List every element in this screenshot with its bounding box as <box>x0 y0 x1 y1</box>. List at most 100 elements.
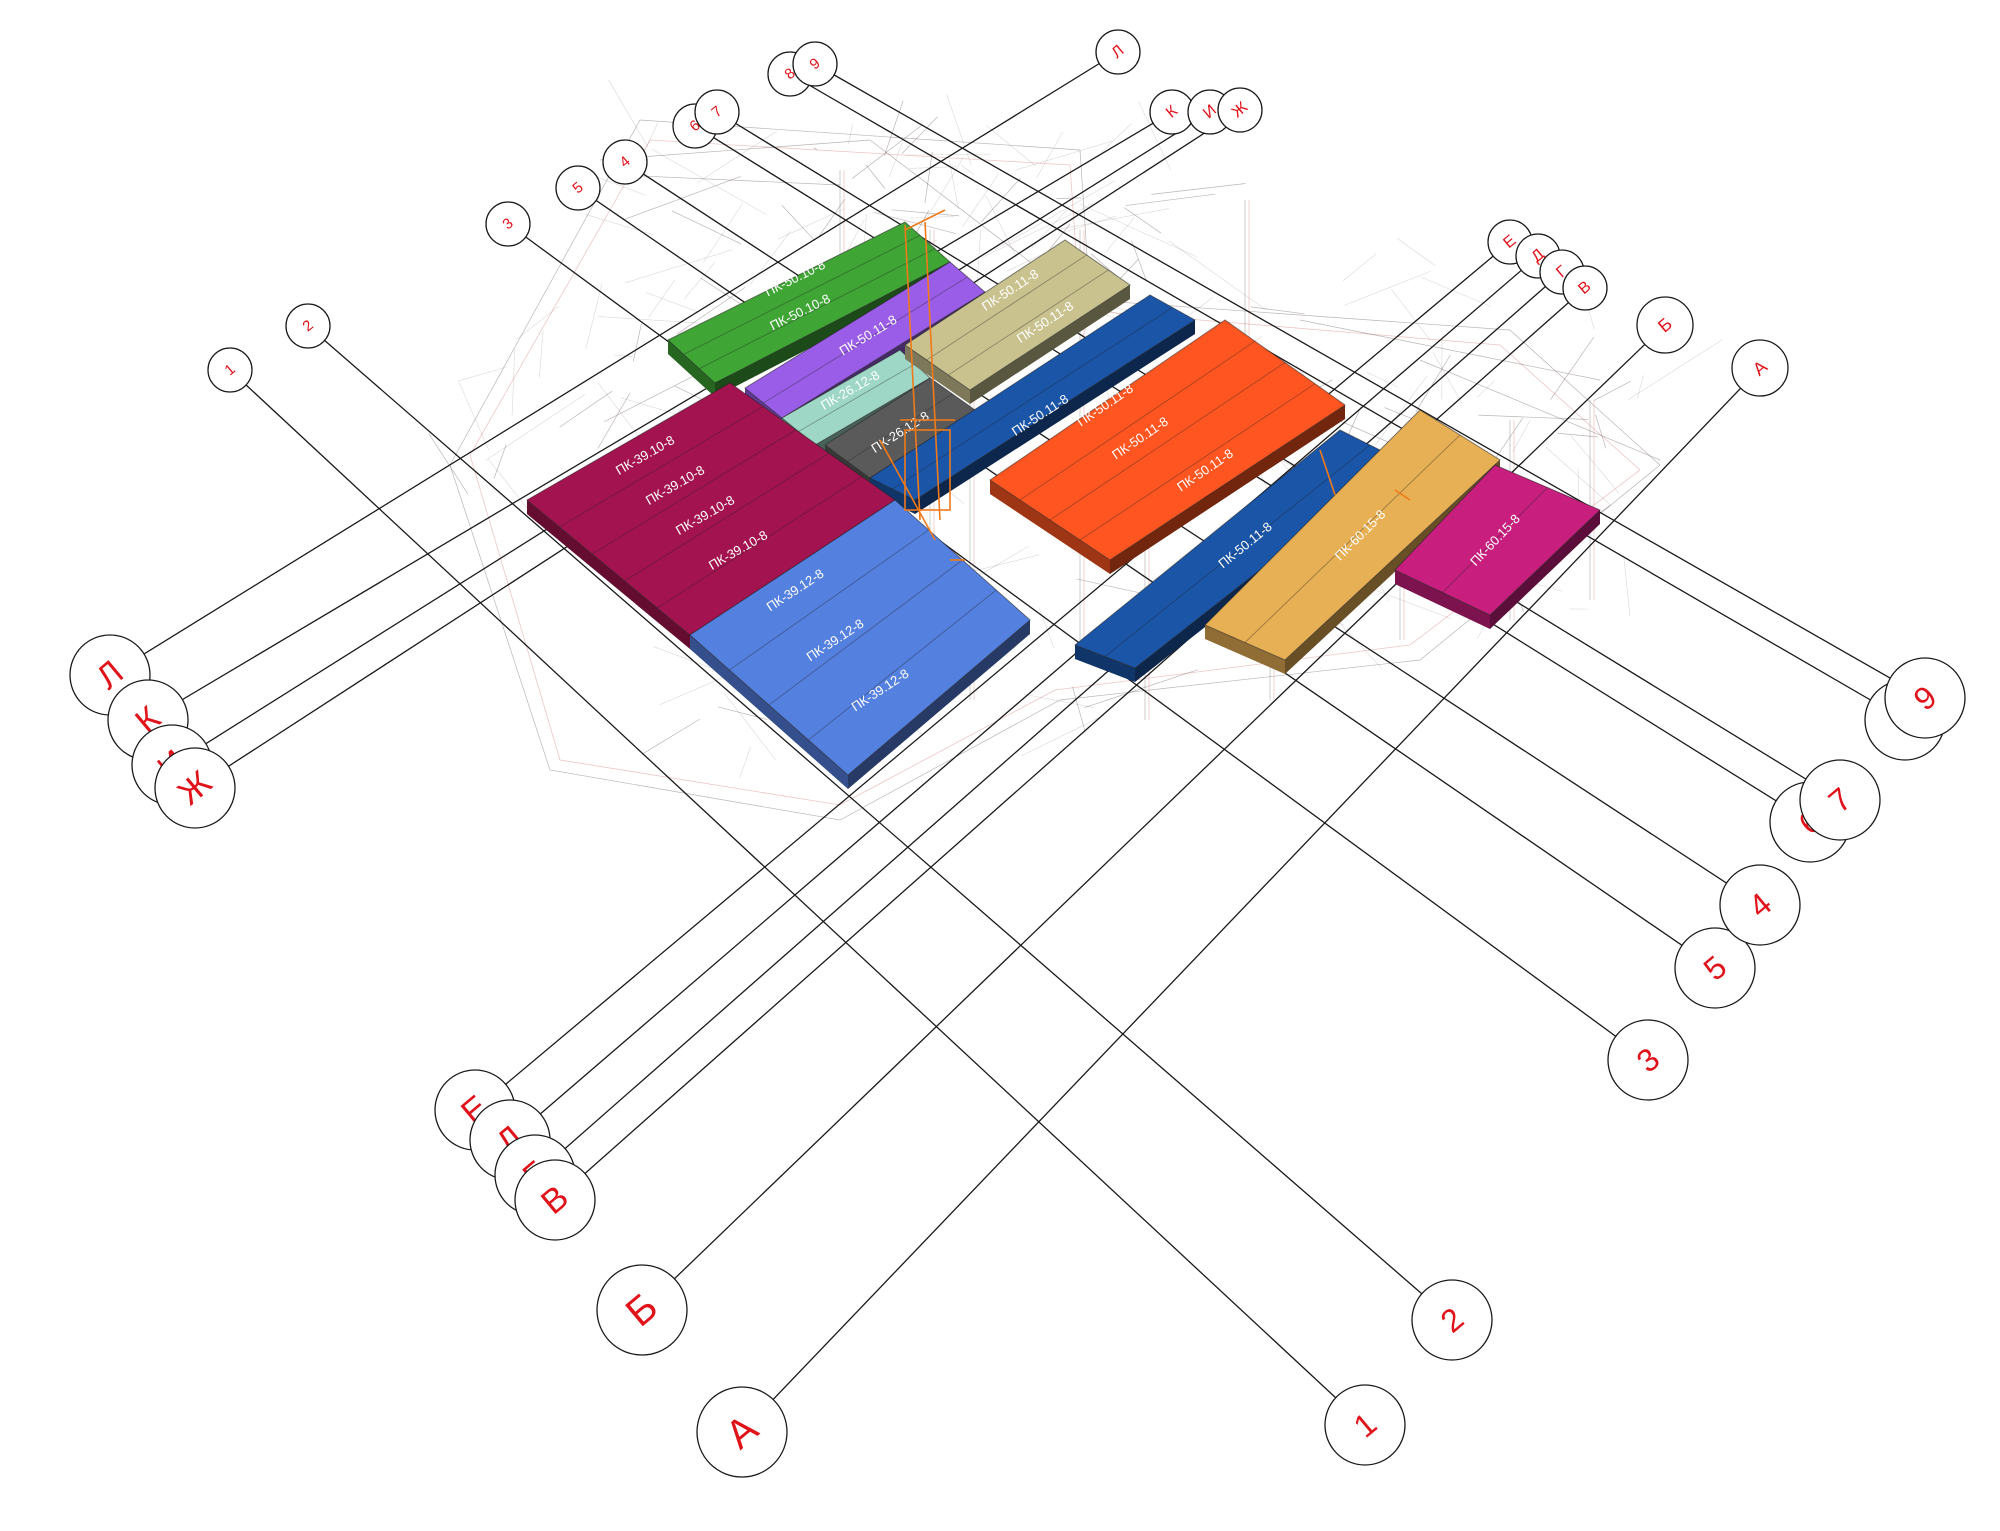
slab-side-face <box>690 635 848 789</box>
panel-joint-line <box>624 452 830 582</box>
panel-joint-line <box>1049 362 1286 521</box>
panel-joint-line <box>729 529 930 671</box>
panel-joint-line <box>657 476 863 609</box>
chimney-outline <box>1394 489 1411 501</box>
panel-joint-line <box>763 276 968 404</box>
axis-bubble-bottom: 4 <box>1719 864 1801 946</box>
slab-side-face <box>1075 645 1135 682</box>
axis-bubble-circle <box>1731 339 1789 397</box>
slab-top-face <box>1394 464 1601 616</box>
axis-bubble-circle <box>154 747 236 829</box>
axis-bubble-bottom: 5 <box>1674 927 1756 1009</box>
panel-joint-line <box>683 234 921 355</box>
slab-side-face <box>668 340 715 397</box>
axis-bubble-circle <box>694 89 740 135</box>
axis-bubble-bottom: 3 <box>1607 1019 1689 1101</box>
axis-bubble-circle <box>1562 265 1608 311</box>
axis-bubble-bottom: В <box>514 1159 596 1241</box>
slab-side-face <box>848 620 1030 789</box>
slab-orange-red: ПК-50.11-8ПК-50.11-8ПК-50.11-8 <box>989 319 1346 574</box>
slab-side-face <box>1395 570 1490 629</box>
panel-joint-line <box>808 589 997 741</box>
axis-bubble-top: В <box>1562 265 1608 311</box>
panel-joint-line <box>926 254 1087 361</box>
grid-axis-line-К <box>147 111 1173 721</box>
panel-joint-line <box>1104 444 1371 657</box>
slab-khaki: ПК-50.11-8ПК-50.11-8 <box>904 239 1131 404</box>
axis-bubble-circle <box>485 201 531 247</box>
axis-bubble-circle <box>1217 87 1263 133</box>
chimney-outline <box>904 429 951 511</box>
axis-bubble-circle <box>1095 29 1141 75</box>
slab-side-face <box>990 480 1110 574</box>
axis-bubble-bottom: Ж <box>154 747 236 829</box>
axis-bubble-top: Ж <box>1217 87 1263 133</box>
slab-tan: ПК-60.15-8 <box>1204 409 1501 674</box>
slab-side-face <box>715 262 950 397</box>
slab-side-face <box>1205 625 1285 674</box>
axis-bubble-bottom: Б <box>596 1264 688 1356</box>
axis-bubble-top: А <box>1731 339 1789 397</box>
slab-green-top: ПК-50.10-8ПК-50.10-8 <box>667 221 951 397</box>
grid-axis-line-Е <box>474 241 1511 1111</box>
axis-bubble-top: 9 <box>792 41 838 87</box>
axis-bubble-circle <box>1674 927 1756 1009</box>
axis-bubble-top: 2 <box>285 303 331 349</box>
axis-bubble-top: Б <box>1636 296 1694 354</box>
axis-bubble-circle <box>1324 1384 1406 1466</box>
slab-side-face <box>1490 510 1600 629</box>
axis-bubble-top: 3 <box>485 201 531 247</box>
slab-top-face <box>989 319 1346 561</box>
axis-bubble-top: 7 <box>694 89 740 135</box>
panel-joint-line <box>1442 487 1548 593</box>
axis-bubble-circle <box>1799 759 1881 841</box>
grid-axis-line-1 <box>229 369 1366 1426</box>
chimney-outline <box>1319 449 1336 496</box>
panel-joint-line <box>1079 383 1316 541</box>
axis-bubble-top: Л <box>1095 29 1141 75</box>
slab-side-face <box>1285 460 1500 674</box>
panel-joint-line <box>559 405 764 528</box>
panel-joint-line <box>1019 340 1256 501</box>
column-overlay <box>879 209 1411 561</box>
axis-bubble-bottom: 7 <box>1799 759 1881 841</box>
chimney-outline <box>924 221 941 521</box>
grid-axis-lines <box>109 51 1926 1433</box>
slab-side-face <box>1110 405 1345 574</box>
slab-side-face <box>870 478 915 514</box>
slab-navy-upper: ПК-50.11-8 <box>868 294 1196 514</box>
axis-bubble-top: 1 <box>207 347 253 393</box>
axis-bubble-bottom: А <box>696 1386 788 1478</box>
chimney-outline <box>904 224 921 521</box>
slab-top-face <box>1204 409 1501 661</box>
panel-joint-line <box>699 248 936 370</box>
grid-axis-bubbles: 112233554466778899ЛЛККИИЖЖЕЕДДГГВВББАА <box>69 29 1966 1478</box>
axis-bubble-circle <box>1636 296 1694 354</box>
slab-top-face <box>868 294 1196 501</box>
chimney-outline <box>904 209 946 231</box>
axis-bubble-circle <box>602 139 648 185</box>
panel-joint-line <box>768 559 963 706</box>
grid-axis-line-Г <box>534 271 1563 1176</box>
slab-top-face <box>689 499 1031 776</box>
slab-top-face <box>904 239 1131 391</box>
grid-axis-line-Д <box>509 255 1539 1141</box>
axis-bubble-circle <box>1607 1019 1689 1101</box>
slab-side-face <box>915 320 1195 514</box>
axis-bubble-circle <box>596 1264 688 1356</box>
axis-bubble-circle <box>555 165 601 211</box>
grid-axis-line-Л <box>109 51 1119 676</box>
slab-blue-light: ПК-39.12-8ПК-39.12-8ПК-39.12-8 <box>689 499 1031 789</box>
slab-magenta: ПК-60.15-8 <box>1394 464 1601 629</box>
chimney-outline <box>879 439 936 541</box>
panel-joint-line <box>892 307 1173 490</box>
axis-bubble-circle <box>696 1386 788 1478</box>
axis-bubble-circle <box>1411 1279 1493 1361</box>
axis-bubble-circle <box>207 347 253 393</box>
axis-bubble-bottom: 9 <box>1884 657 1966 739</box>
axis-bubble-circle <box>1884 657 1966 739</box>
grid-axis-line-2 <box>307 325 1453 1321</box>
axis-bubble-circle <box>514 1159 596 1241</box>
